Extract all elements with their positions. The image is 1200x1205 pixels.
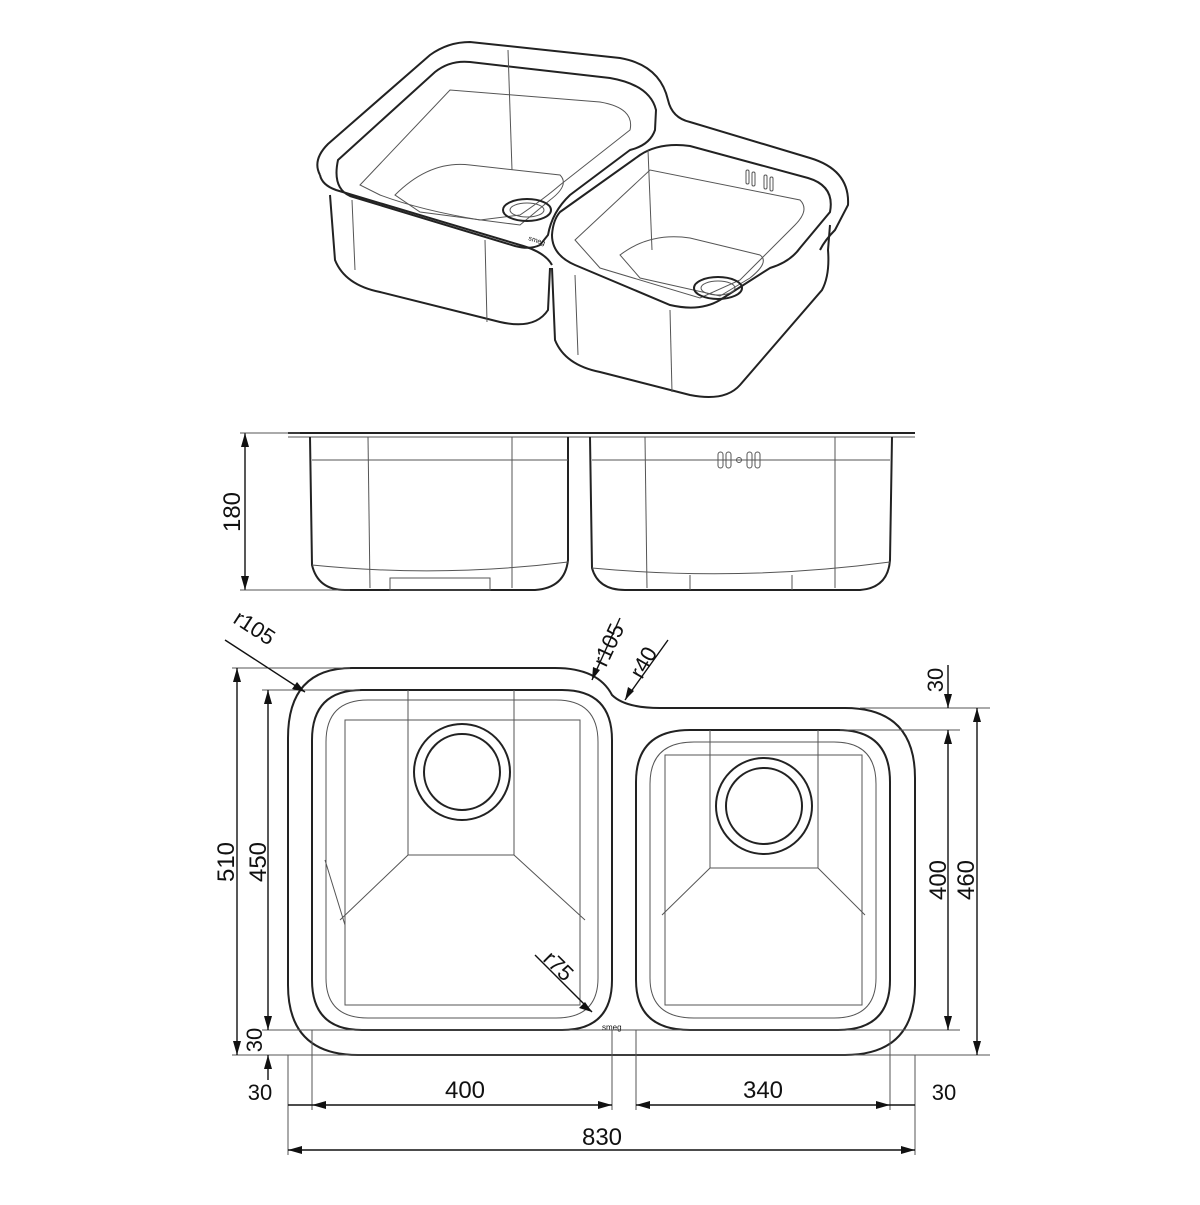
plan-left-drain bbox=[413, 723, 511, 821]
iso-right-bowl-inner bbox=[574, 169, 805, 299]
dim-total-depth-label: 510 bbox=[213, 842, 240, 882]
plan-left-bowl-slope bbox=[339, 690, 586, 921]
iso-line bbox=[669, 309, 673, 393]
dim-top-rim-label: 30 bbox=[923, 668, 948, 692]
side-line bbox=[367, 436, 371, 589]
side-view: 180 bbox=[219, 432, 915, 591]
iso-line bbox=[574, 274, 579, 356]
iso-line bbox=[484, 239, 488, 323]
side-left-drain bbox=[389, 577, 491, 591]
iso-left-bowl-rim bbox=[335, 60, 658, 249]
side-line bbox=[644, 436, 648, 589]
radius-outer-left-arrow bbox=[292, 682, 305, 692]
iso-outer-rim-left bbox=[319, 174, 553, 266]
plan-line bbox=[324, 859, 581, 1005]
plan-extension-lines bbox=[232, 667, 990, 1155]
radius-mid-arrow bbox=[592, 667, 600, 680]
plan-left-bowl-inner bbox=[325, 699, 599, 1019]
radius-outer-left-label: r105 bbox=[229, 605, 280, 650]
iso-left-bowl-inner bbox=[359, 89, 632, 221]
dim-right-bowl-width-label: 340 bbox=[743, 1077, 783, 1104]
dim-depth-label: 180 bbox=[219, 492, 246, 532]
plan-right-bowl-floor bbox=[664, 754, 863, 1006]
dim-bottom-rim-label: 30 bbox=[242, 1028, 267, 1052]
iso-overflow-slots-icon bbox=[745, 169, 774, 192]
side-overflow-slots-icon bbox=[717, 451, 761, 469]
dim-rim-right-label: 30 bbox=[932, 1080, 956, 1105]
iso-outer-rim bbox=[316, 40, 850, 251]
iso-left-drain-inner bbox=[509, 202, 545, 218]
radius-notch-arrow bbox=[625, 687, 634, 700]
radius-bowl-arrow bbox=[579, 1002, 592, 1012]
plan-view: smeg 510 450 30 30 bbox=[213, 605, 990, 1155]
side-line bbox=[311, 561, 569, 572]
dim-total-length-label: 830 bbox=[582, 1124, 622, 1151]
plan-right-drain bbox=[715, 757, 813, 855]
radius-bowl-label: r75 bbox=[538, 946, 578, 986]
plan-outer-contour bbox=[287, 667, 916, 1056]
plan-right-bowl-inner bbox=[649, 741, 877, 1019]
iso-line bbox=[507, 49, 513, 171]
plan-right-bowl-slope bbox=[661, 730, 866, 916]
plan-right-drain-inner bbox=[725, 767, 803, 845]
side-right-bowl bbox=[589, 436, 893, 591]
side-line bbox=[591, 561, 891, 575]
iso-right-drain bbox=[693, 276, 743, 300]
dim-right-total-depth-label: 460 bbox=[953, 860, 980, 900]
dim-top-rim-arrow bbox=[944, 694, 952, 708]
iso-right-drain-inner bbox=[700, 280, 736, 296]
plan-left-drain-inner bbox=[423, 733, 501, 811]
radius-outer-left-leader bbox=[224, 639, 306, 693]
iso-right-bowl-floor bbox=[619, 236, 764, 297]
isometric-view: smeg bbox=[316, 40, 850, 398]
iso-left-drain bbox=[502, 198, 552, 222]
dim-right-bowl-depth-label: 400 bbox=[925, 860, 952, 900]
dim-bottom-rim-arrow bbox=[264, 1055, 272, 1069]
dim-left-bowl-depth-label: 450 bbox=[245, 842, 272, 882]
iso-line bbox=[647, 149, 653, 251]
dim-rim-left-label: 30 bbox=[248, 1080, 272, 1105]
radius-notch-label: r40 bbox=[625, 642, 663, 682]
dim-left-bowl-width-label: 400 bbox=[445, 1077, 485, 1104]
iso-left-bowl-body bbox=[329, 194, 551, 326]
iso-right-bowl-body bbox=[551, 224, 831, 398]
radius-bowl-leader bbox=[534, 954, 593, 1013]
iso-left-bowl-floor bbox=[394, 163, 564, 226]
plan-brand-logo: smeg bbox=[602, 1023, 622, 1032]
iso-brand-logo: smeg bbox=[527, 235, 546, 247]
plan-right-bowl-outer bbox=[635, 729, 891, 1031]
radius-mid-label: r105 bbox=[588, 620, 629, 670]
iso-line bbox=[351, 199, 356, 271]
iso-right-bowl-rim bbox=[550, 144, 832, 309]
